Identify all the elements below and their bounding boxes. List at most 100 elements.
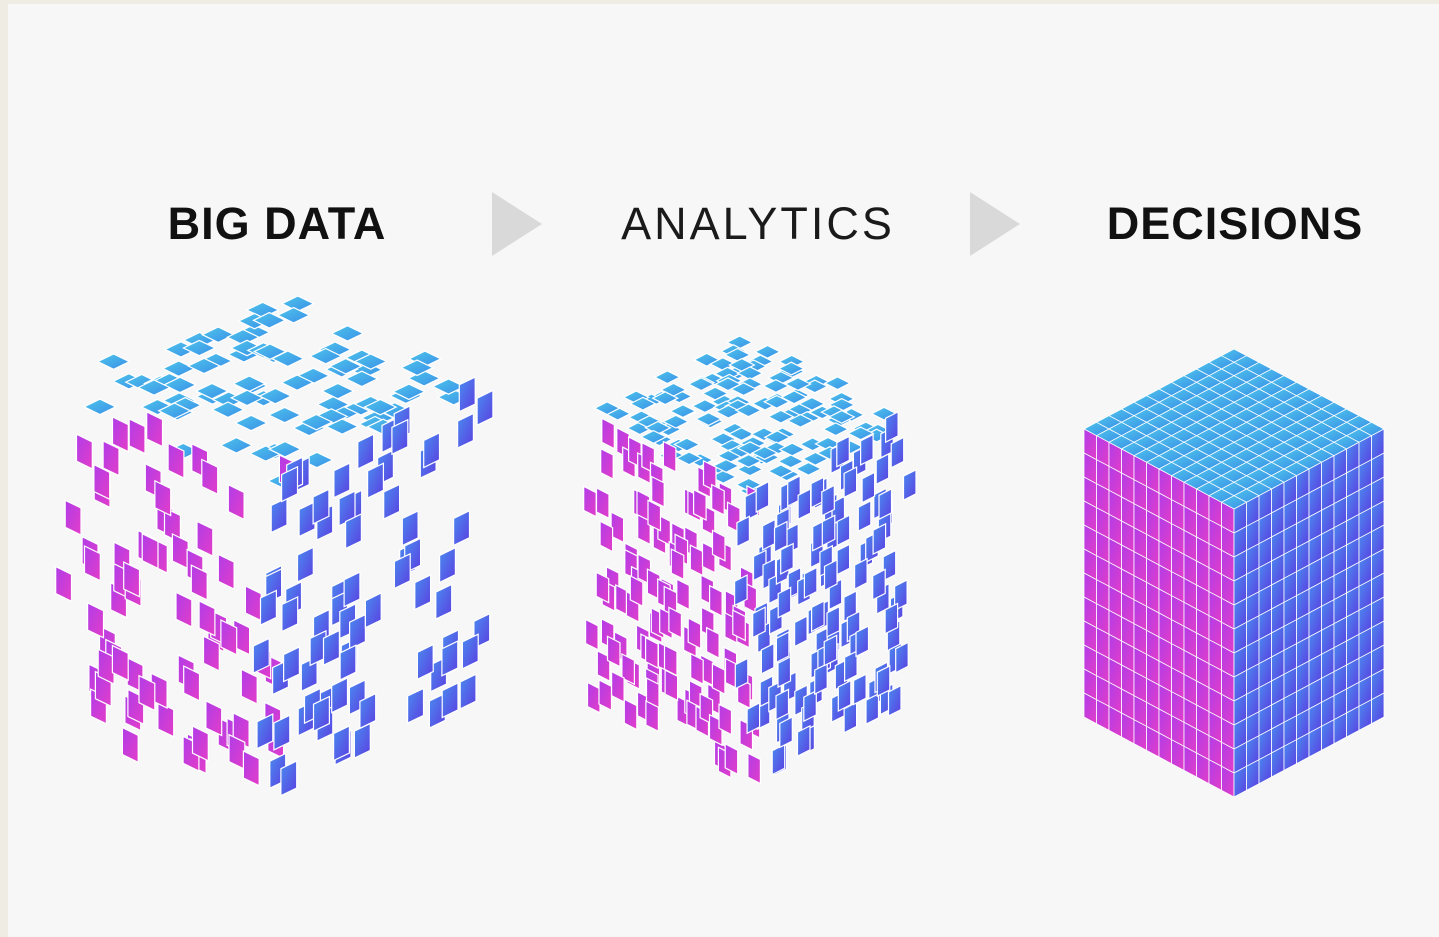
voxel-right bbox=[744, 489, 759, 522]
voxel-right bbox=[780, 542, 794, 575]
voxel-top bbox=[687, 377, 716, 392]
voxel-top bbox=[162, 376, 198, 394]
voxel-right bbox=[296, 546, 314, 583]
voxel-top bbox=[786, 413, 815, 428]
voxel-top bbox=[675, 451, 703, 466]
voxel-left bbox=[586, 681, 601, 714]
voxel-left bbox=[676, 578, 690, 611]
voxel-right bbox=[746, 701, 761, 735]
voxel-right bbox=[793, 615, 808, 648]
voxel-left bbox=[196, 520, 214, 557]
voxel-left bbox=[599, 520, 614, 553]
voxel-right bbox=[826, 605, 841, 638]
voxel-top bbox=[328, 357, 363, 375]
voxel-right bbox=[359, 692, 377, 730]
voxel-left bbox=[595, 571, 610, 604]
voxel-right bbox=[453, 509, 471, 547]
voxel-right bbox=[345, 512, 362, 550]
voxel-left bbox=[623, 698, 638, 731]
voxel-left bbox=[692, 488, 707, 521]
voxel-top bbox=[330, 325, 365, 342]
voxel-right bbox=[441, 640, 459, 677]
voxel-right bbox=[428, 692, 446, 729]
voxel-right bbox=[416, 643, 434, 681]
voxel-top bbox=[210, 401, 246, 419]
voxel-left bbox=[689, 544, 704, 577]
voxel-left bbox=[708, 584, 723, 618]
voxel-left bbox=[701, 541, 716, 574]
voxel-left bbox=[111, 416, 129, 453]
voxel-right bbox=[331, 677, 349, 714]
voxel-left bbox=[97, 648, 115, 685]
voxel-left bbox=[220, 619, 238, 656]
voxel-right bbox=[902, 468, 917, 502]
voxel-left bbox=[732, 609, 746, 642]
voxel-right bbox=[821, 514, 836, 547]
voxel-top bbox=[299, 413, 334, 431]
voxel-right bbox=[895, 641, 909, 674]
voxel-right bbox=[252, 637, 270, 675]
voxel-right bbox=[736, 515, 751, 548]
voxel-top bbox=[252, 311, 287, 329]
voxel-right bbox=[843, 650, 858, 683]
voxel-top bbox=[798, 396, 826, 411]
voxel-right bbox=[865, 692, 880, 726]
voxel-top bbox=[96, 353, 131, 370]
voxel-left bbox=[75, 433, 93, 470]
voxel-top bbox=[762, 379, 790, 393]
voxel-right bbox=[1371, 692, 1385, 725]
voxel-right bbox=[859, 433, 874, 466]
voxel-top bbox=[794, 461, 823, 476]
diagram-canvas: BIG DATA ANALYTICS DECISIONS bbox=[8, 4, 1439, 937]
voxel-top bbox=[821, 422, 850, 437]
voxel-left bbox=[102, 440, 120, 477]
voxel-top bbox=[766, 464, 795, 479]
cube-decisions bbox=[1083, 348, 1385, 798]
voxel-left bbox=[595, 487, 610, 520]
voxel-right bbox=[893, 579, 908, 612]
voxel-top bbox=[267, 406, 302, 424]
voxel-top bbox=[780, 390, 808, 405]
voxel-right bbox=[823, 559, 838, 592]
voxel-top bbox=[653, 370, 682, 385]
voxel-left bbox=[596, 649, 611, 683]
voxel-right bbox=[852, 673, 867, 706]
voxel-right bbox=[779, 716, 793, 749]
voxel-right bbox=[775, 688, 790, 721]
voxel-right bbox=[312, 695, 330, 733]
voxel-right bbox=[393, 552, 411, 590]
voxel-left bbox=[647, 499, 662, 532]
voxel-left bbox=[690, 652, 704, 686]
voxel-top bbox=[399, 359, 435, 377]
voxel-right bbox=[861, 471, 876, 504]
voxel-left bbox=[111, 644, 129, 682]
voxel-top bbox=[694, 412, 723, 427]
voxel-top bbox=[353, 353, 388, 370]
voxel-right bbox=[283, 646, 300, 683]
voxel-top bbox=[823, 376, 852, 391]
voxel-left bbox=[244, 585, 262, 622]
voxel-top bbox=[219, 436, 254, 454]
voxel-left bbox=[664, 669, 679, 702]
voxel-top bbox=[734, 403, 763, 418]
voxel-right bbox=[457, 412, 474, 450]
cube-analytics bbox=[583, 335, 917, 785]
voxel-right bbox=[878, 487, 893, 521]
voxel-left bbox=[128, 417, 146, 455]
voxel-left bbox=[606, 635, 621, 668]
voxel-left bbox=[227, 483, 245, 521]
voxel-right bbox=[476, 389, 494, 427]
voxel-top bbox=[308, 347, 343, 365]
voxel-right bbox=[322, 629, 340, 667]
voxel-top bbox=[712, 458, 740, 473]
voxel-top bbox=[194, 382, 230, 400]
voxel-right bbox=[887, 684, 902, 717]
voxel-right bbox=[890, 436, 905, 469]
voxel-left bbox=[123, 561, 141, 598]
voxel-left bbox=[141, 532, 159, 570]
voxel-top bbox=[651, 391, 680, 406]
voxel-top bbox=[766, 409, 795, 424]
voxel-right bbox=[333, 725, 350, 762]
voxel-left bbox=[190, 564, 208, 601]
voxel-right bbox=[298, 500, 316, 538]
